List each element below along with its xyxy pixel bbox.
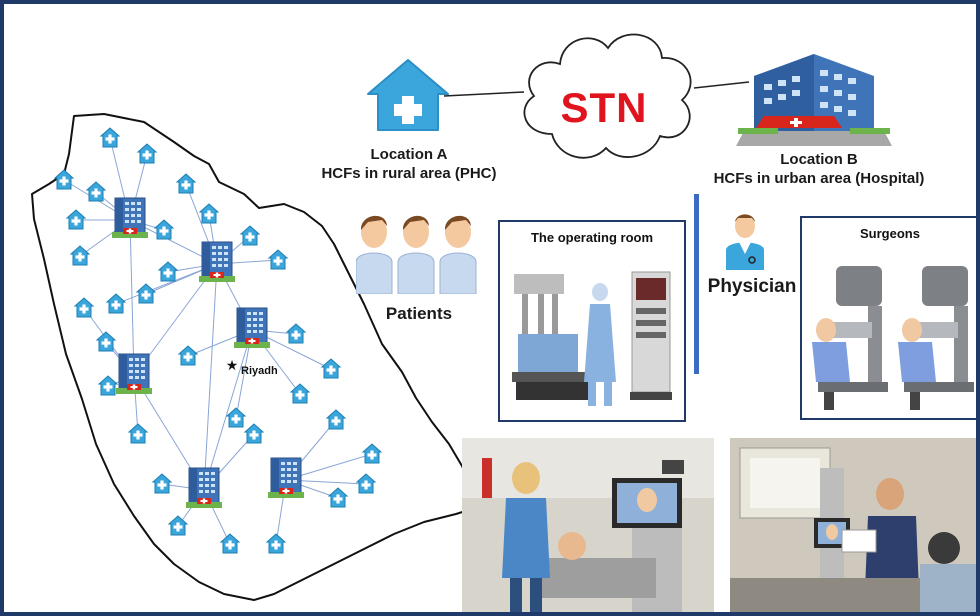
clinic-icon [367, 59, 449, 131]
surgical-robot-illustration [512, 271, 672, 406]
map-city-label: Riyadh [241, 365, 278, 377]
surgeons-panel: Surgeons [800, 216, 976, 420]
surgeon-consoles-illustration [812, 266, 974, 410]
hospital-building-icon [736, 54, 892, 146]
map-link [203, 329, 253, 491]
riyadh-star: ★ [226, 357, 239, 373]
stn-label: STN [560, 84, 648, 131]
hospital-marker-icon [115, 353, 153, 395]
location-b-title: Location B [780, 151, 858, 168]
divider-line [694, 194, 699, 374]
physician-icon [726, 214, 764, 270]
physician-label: Physician [707, 276, 797, 297]
hospital-marker-icon [111, 197, 149, 239]
map-link [203, 263, 218, 491]
saudi-map: ★ Riyadh [31, 113, 475, 601]
map-link [115, 263, 218, 305]
operating-room-title: The operating room [530, 230, 654, 245]
operating-room-panel: The operating room [498, 220, 686, 422]
connection-lines [443, 81, 750, 97]
hospital-marker-icon [198, 241, 236, 283]
location-a-subtitle: HCFs in rural area (PHC) [321, 165, 497, 182]
hospital-marker-icon [185, 467, 223, 509]
location-b-subtitle: HCFs in urban area (Hospital) [713, 170, 925, 187]
hospital-marker-icon [233, 307, 271, 349]
cloud-icon [523, 33, 692, 159]
telemedicine-photo-hospital [730, 438, 976, 612]
patients-label: Patients [385, 304, 453, 323]
location-a-title: Location A [370, 146, 448, 163]
telemedicine-photo-clinic [462, 438, 714, 612]
patients-icon [356, 215, 477, 294]
hospital-marker-icon [267, 457, 305, 499]
surgeons-title: Surgeons [860, 226, 920, 241]
